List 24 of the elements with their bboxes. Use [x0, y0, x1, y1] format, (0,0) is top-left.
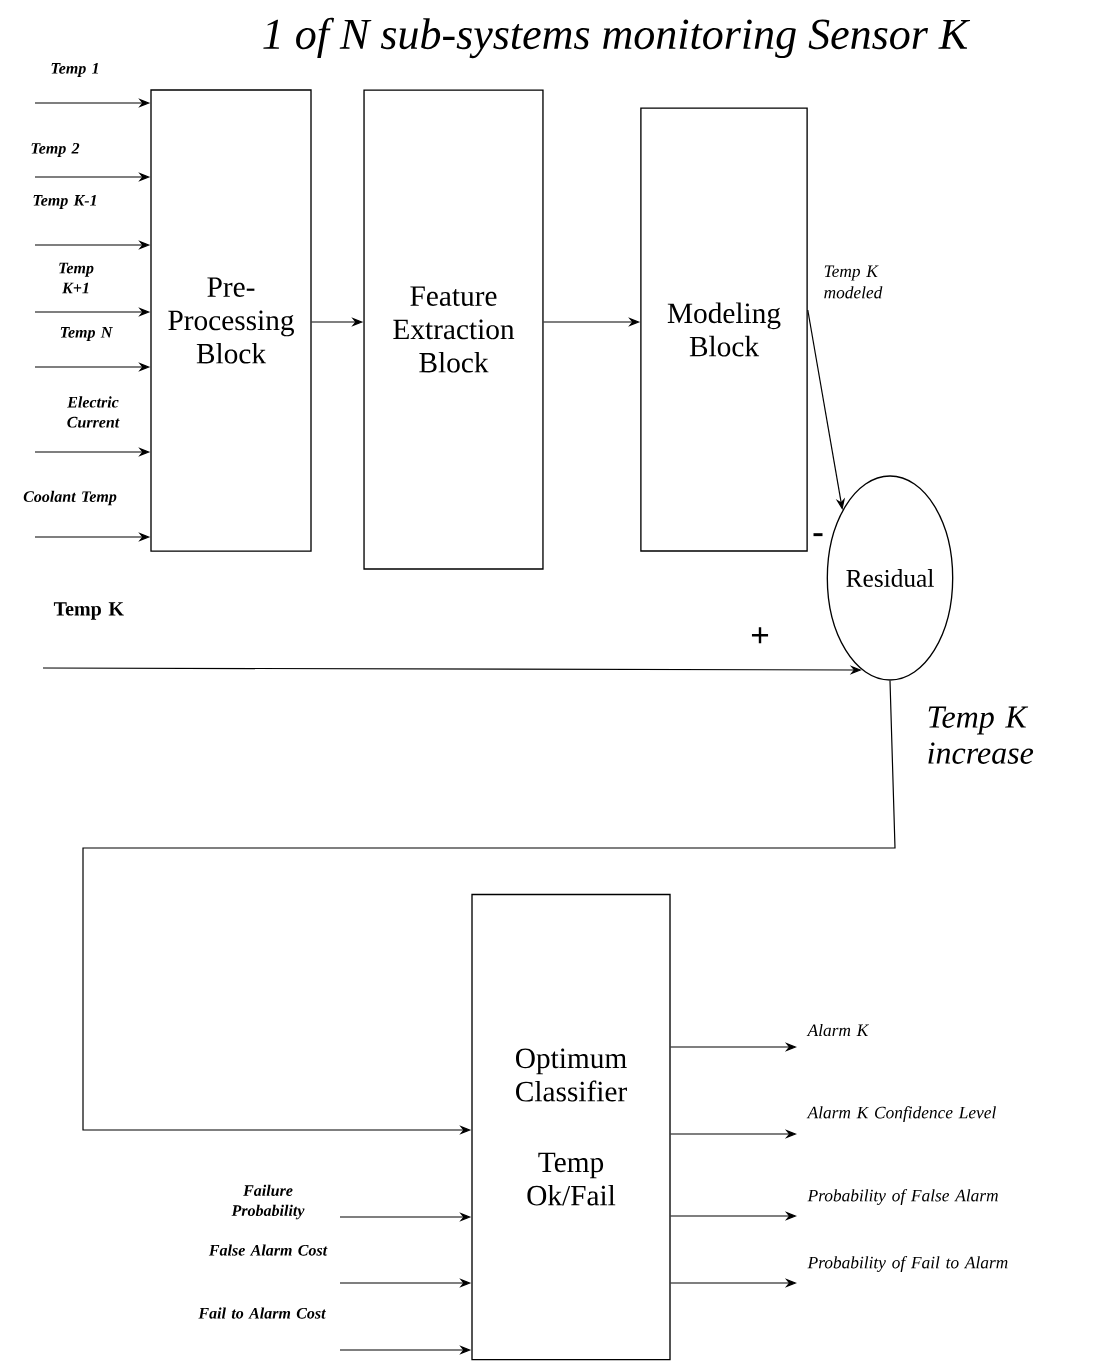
sign-label: +	[751, 627, 769, 644]
edge-label: Alarm K Confidence Level	[806, 1106, 996, 1122]
classifier-box: Optimum Classifier Temp Ok/Fail	[471, 893, 671, 1361]
edge-label: Temp 1	[51, 63, 98, 77]
edge-label: Temp N	[60, 327, 113, 341]
edge-label: Probability of False Alarm	[807, 1189, 998, 1205]
edge-label: Temp K increase	[928, 706, 1034, 764]
edge-label: Temp K-1	[33, 195, 96, 209]
process-box: Pre- Processing Block	[150, 89, 312, 552]
edge-label: Coolant Temp	[23, 490, 117, 506]
process-box: Feature Extraction Block	[363, 89, 544, 570]
edge-label: Fail to Alarm Cost	[198, 1307, 326, 1319]
process-box: Modeling Block	[640, 107, 808, 552]
edge-label: Failure Probability	[231, 1184, 305, 1220]
sign-label: -	[813, 533, 823, 537]
edge-label: Alarm K	[806, 1023, 869, 1037]
edge-label: Electric Current	[67, 396, 120, 428]
edge-label: Temp K	[53, 602, 124, 620]
edge-label: Temp K+1	[59, 262, 94, 294]
edge-label: Probability of Fail to Alarm	[807, 1256, 1008, 1272]
edge-label: False Alarm Cost	[208, 1244, 328, 1256]
title: 1 of N sub-systems monitoring Sensor K	[263, 17, 971, 59]
edge-label: Temp 2	[31, 143, 80, 157]
edge-label: Temp K modeled	[824, 265, 883, 299]
